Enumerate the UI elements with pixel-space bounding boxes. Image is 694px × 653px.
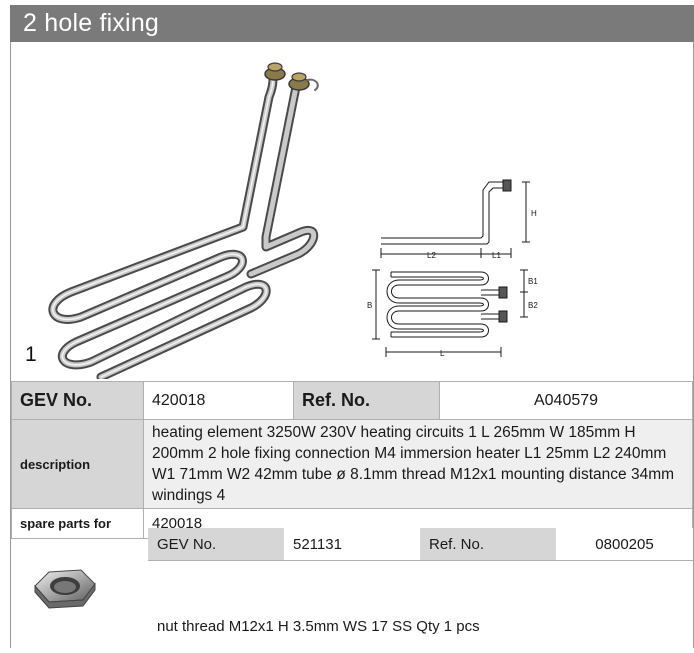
spare-part-id-row: GEV No. 521131 Ref. No. 0800205 [148, 528, 693, 561]
dim-label-b1: B1 [528, 277, 538, 286]
spare-part-item: GEV No. 521131 Ref. No. 0800205 nut thre… [11, 528, 693, 648]
part-gev-value: 521131 [284, 528, 420, 561]
gev-label: GEV No. [11, 381, 144, 420]
fitting-nuts [264, 62, 319, 91]
part-ref-label: Ref. No. [420, 528, 556, 561]
part-description: nut thread M12x1 H 3.5mm WS 17 SS Qty 1 … [157, 618, 480, 635]
gev-row: GEV No. 420018 Ref. No. A040579 [11, 381, 693, 420]
heating-element-illustration: H L2 L1 B1 B2 B L [48, 62, 538, 382]
description-value: heating element 3250W 230V heating circu… [143, 419, 693, 509]
ref-label: Ref. No. [293, 381, 440, 420]
description-row: description heating element 3250W 230V h… [11, 419, 693, 509]
side-view [380, 179, 530, 258]
part-ref-value: 0800205 [556, 528, 693, 561]
dim-label-b2: B2 [528, 301, 538, 310]
technical-drawing: H L2 L1 B1 B2 B L [367, 179, 538, 358]
section-title: 2 hole fixing [23, 9, 160, 37]
figure-number: 1 [25, 343, 37, 366]
gev-value: 420018 [143, 381, 294, 420]
nut-image [11, 528, 147, 648]
part-gev-label: GEV No. [148, 528, 284, 561]
dim-label-h: H [531, 209, 537, 218]
description-label: description [11, 419, 144, 509]
ref-value: A040579 [439, 381, 693, 420]
spare-part-table: GEV No. 521131 Ref. No. 0800205 [148, 528, 693, 561]
product-figure: H L2 L1 B1 B2 B L [11, 42, 693, 382]
dim-label-l1: L1 [492, 251, 501, 260]
dim-label-b: B [367, 301, 372, 310]
spare-parts-label: spare parts for [11, 508, 144, 539]
heating-element-photo [48, 62, 319, 382]
top-view [372, 269, 528, 357]
section-header: 2 hole fixing [10, 5, 694, 42]
spec-table: GEV No. 420018 Ref. No. A040579 descript… [11, 381, 693, 539]
hex-nut-icon [34, 569, 96, 609]
dim-label-l2: L2 [427, 251, 436, 260]
dim-label-l: L [440, 349, 445, 358]
